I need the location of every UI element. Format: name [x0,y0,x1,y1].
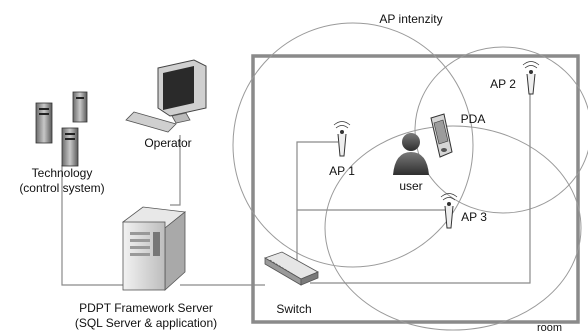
pda-label: PDA [461,112,486,126]
wire-switch-ap1 [296,141,338,270]
antenna-icon [337,133,347,157]
user-figure [393,133,429,175]
switch-device [264,251,319,286]
ap1-range-circle [232,22,474,268]
operator-computer [125,59,207,133]
framework-server [121,206,186,291]
ap2-range-circle [414,46,588,214]
tech-server-3 [61,127,79,167]
ap3-label: AP 3 [461,210,487,224]
server-label-line2: (SQL Server & application) [75,316,217,330]
technology-servers [35,91,88,167]
user-icon [402,133,420,151]
ap1-device [333,121,351,157]
technology-label-line1: Technology [32,166,93,180]
operator-label: Operator [144,136,191,150]
technology-label-line2: (control system) [19,181,104,195]
keyboard-icon [125,111,177,133]
ap2-label: AP 2 [490,77,516,91]
ap1-label: AP 1 [329,164,355,178]
tech-server-2 [72,91,88,123]
antenna-icon [526,73,536,95]
ap-intenzity-label: AP intenzity [379,12,442,26]
wire-operator-server [170,135,181,206]
ap3-device [440,193,458,229]
user-label: user [399,179,422,193]
room-label: room [537,322,562,332]
wire-server-technology [61,165,130,286]
ap3-range-circle [324,125,582,331]
pda-device [430,113,453,158]
server-label-line1: PDPT Framework Server [79,301,213,315]
switch-label: Switch [276,302,311,316]
room-boundary [251,54,580,324]
wire-switch-ap2 [310,88,531,284]
antenna-icon [444,205,454,229]
ap2-device [522,61,540,95]
